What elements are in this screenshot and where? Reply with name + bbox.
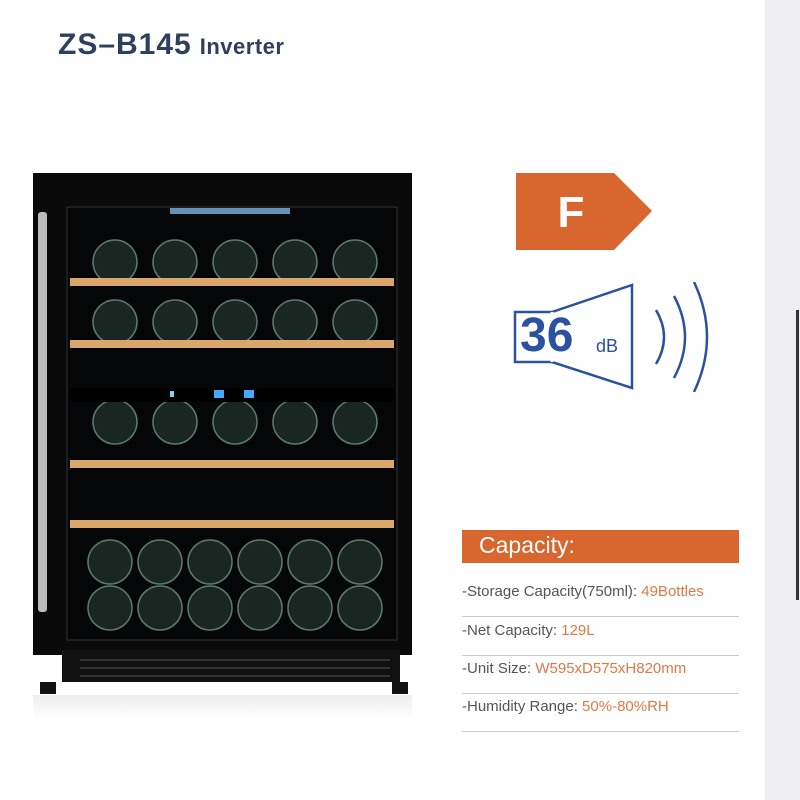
- bottle: [287, 585, 333, 631]
- base-grille: [62, 650, 400, 682]
- bottle: [152, 399, 198, 445]
- bottle: [137, 539, 183, 585]
- spec-label: -Humidity Range:: [462, 698, 583, 715]
- side-panel: [765, 0, 800, 800]
- bottle: [337, 585, 383, 631]
- energy-class-arrow: [516, 173, 652, 250]
- energy-class-label: F: [557, 188, 585, 237]
- spec-label: -Unit Size:: [462, 660, 536, 677]
- product-title: ZS–B145 Inverter: [58, 28, 284, 62]
- bottle: [272, 299, 318, 345]
- spec-value: 49Bottles: [641, 583, 704, 600]
- model-variant: Inverter: [199, 34, 285, 59]
- capacity-header: Capacity:: [462, 530, 739, 563]
- sound-waves-icon: [654, 282, 709, 392]
- spec-value: W595xD575xH820mm: [535, 660, 687, 677]
- bottle: [272, 239, 318, 285]
- bottle: [332, 399, 378, 445]
- bottle: [212, 299, 258, 345]
- bottle: [287, 539, 333, 585]
- bottle: [332, 239, 378, 285]
- bottle: [92, 239, 138, 285]
- bottle: [272, 399, 318, 445]
- speaker-icon: [513, 282, 709, 392]
- noise-level-value: 36: [520, 309, 574, 362]
- bottle: [87, 539, 133, 585]
- bottle: [212, 239, 258, 285]
- spec-row: -Humidity Range: 50%-80%RH: [462, 693, 739, 732]
- bottle: [332, 299, 378, 345]
- spec-value: 50%-80%RH: [582, 698, 669, 715]
- wooden-shelves: [70, 278, 394, 528]
- bottle: [212, 399, 258, 445]
- spec-row: -Storage Capacity(750ml): 49Bottles: [462, 578, 739, 617]
- bottle: [92, 399, 138, 445]
- capacity-heading: Capacity:: [479, 532, 575, 558]
- control-panel: [70, 388, 394, 402]
- spec-value: 129L: [561, 622, 595, 639]
- wine-cooler-image: [33, 173, 412, 720]
- bottle: [92, 299, 138, 345]
- bottle: [152, 299, 198, 345]
- bottle: [337, 539, 383, 585]
- bottle: [152, 239, 198, 285]
- door-handle: [38, 212, 47, 612]
- side-divider: [796, 310, 799, 600]
- bottle: [137, 585, 183, 631]
- bottle: [87, 585, 133, 631]
- bottle: [237, 585, 283, 631]
- noise-level-unit: dB: [596, 336, 619, 356]
- bottle: [237, 539, 283, 585]
- spec-row: -Unit Size: W595xD575xH820mm: [462, 655, 739, 694]
- bottle: [187, 585, 233, 631]
- spec-label: -Net Capacity:: [462, 622, 562, 639]
- spec-row: -Net Capacity: 129L: [462, 617, 739, 656]
- bottle: [187, 539, 233, 585]
- spec-label: -Storage Capacity(750ml):: [462, 583, 642, 600]
- model-name: ZS–B145: [58, 28, 192, 61]
